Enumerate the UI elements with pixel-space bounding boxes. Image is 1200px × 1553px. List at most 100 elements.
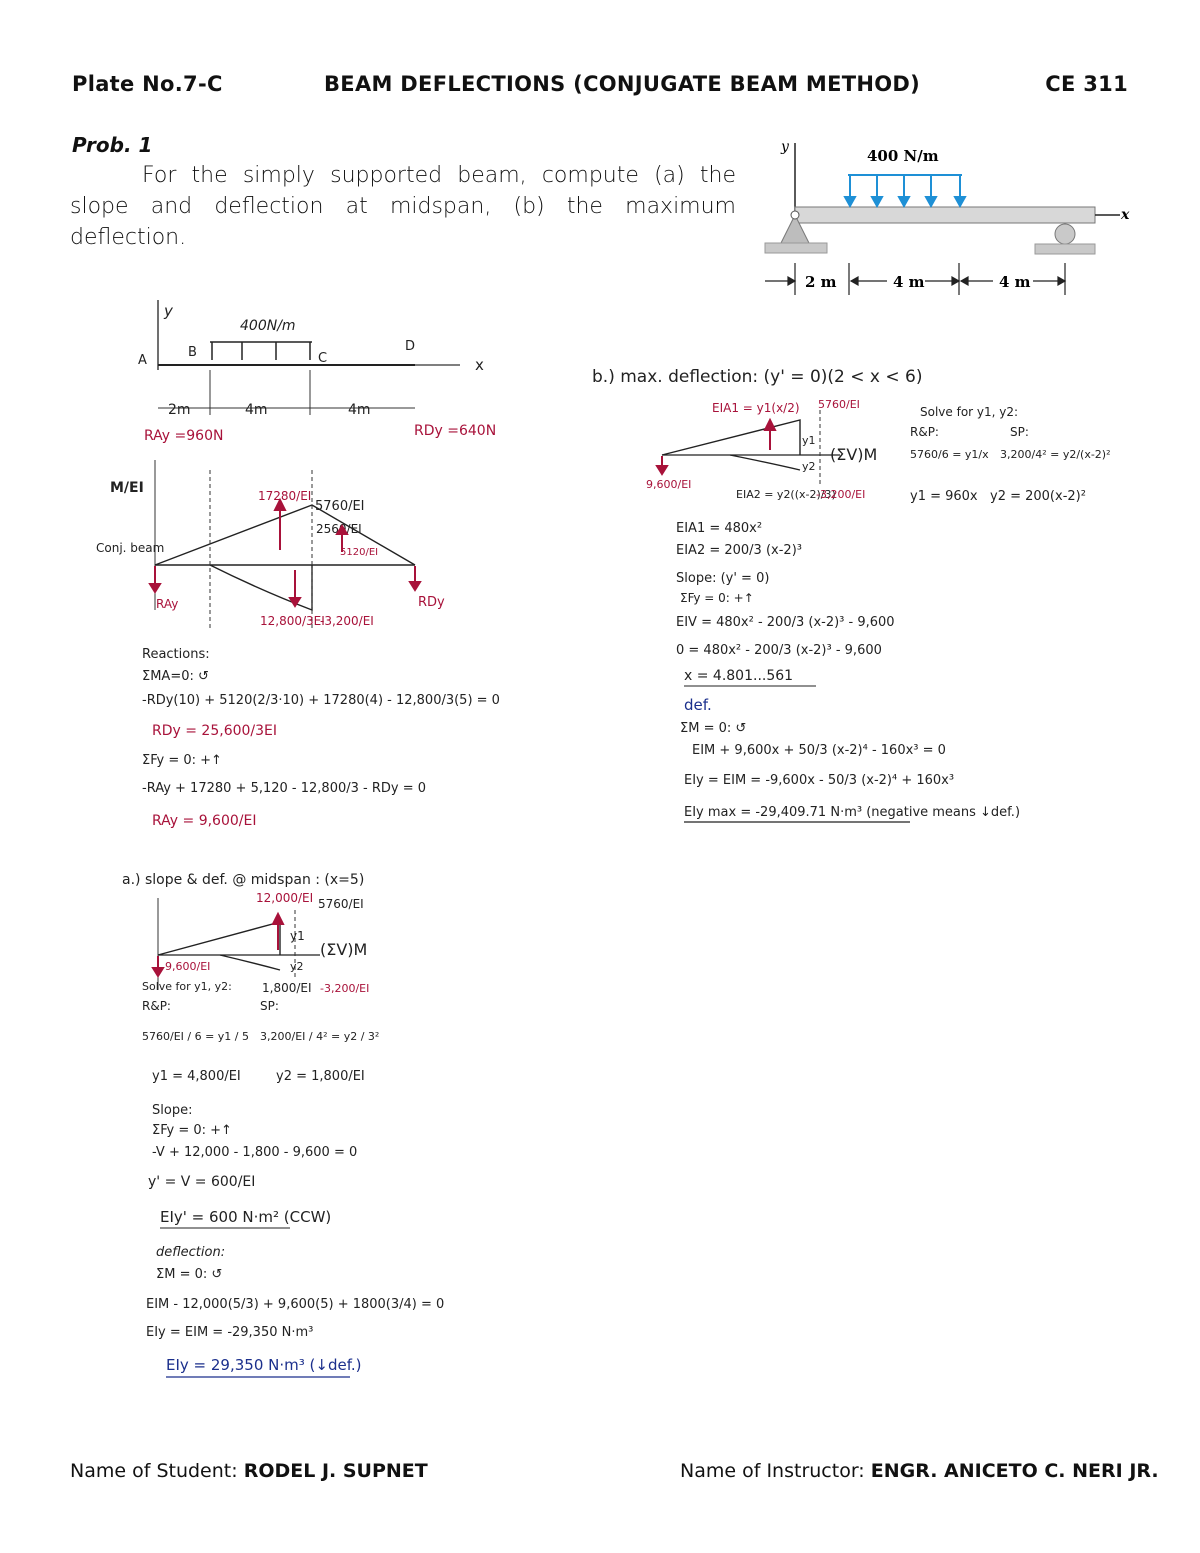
- part-b-label-6: y1: [802, 434, 816, 447]
- part-b-label-1: EIA1 = y1(x/2): [712, 401, 800, 415]
- sketch-axis-x: x: [475, 356, 484, 374]
- part-a-y2: y2 = 1,800/EI: [276, 1069, 365, 1084]
- part-b-triangle: [661, 419, 801, 456]
- part-a-solve: Solve for y1, y2:: [142, 980, 232, 993]
- part-b-label-4: EIA2 = y2((x-2)/3): [736, 488, 836, 501]
- problem-statement: For the simply supported beam, compute (…: [70, 163, 736, 250]
- conj-value-1: 17280/EI: [258, 489, 311, 503]
- part-a-label-1: 12,000/EI: [256, 891, 313, 905]
- instructor-footer: Name of Instructor: ENGR. ANICETO C. NER…: [680, 1460, 1159, 1482]
- part-a-eq-5: EIy = EIM = -29,350 N·m³: [146, 1325, 313, 1340]
- part-a-ratio-1: 5760/EI / 6 = y1 / 5: [142, 1030, 249, 1043]
- reactions-line-3: -RDy(10) + 5120(2/3·10) + 17280(4) - 12,…: [142, 693, 500, 708]
- student-footer: Name of Student: RODEL J. SUPNET: [70, 1460, 428, 1482]
- problem-label: Prob. 1: [72, 133, 153, 157]
- beam-figure: y x 400 N/m 2 m 4 m 4 m: [764, 139, 1130, 295]
- document-title: BEAM DEFLECTIONS (CONJUGATE BEAM METHOD): [324, 72, 921, 96]
- reactions-line-7: RAy = 9,600/EI: [152, 813, 256, 829]
- part-b-line-11: EIy = EIM = -9,600x - 50/3 (x-2)⁴ + 160x…: [684, 773, 954, 788]
- part-a-eq-3: EIy' = 600 N·m² (CCW): [160, 1208, 331, 1226]
- part-b-line-6: 0 = 480x² - 200/3 (x-2)³ - 9,600: [676, 643, 882, 658]
- part-a-eq-4: EIM - 12,000(5/3) + 9,600(5) + 1800(3/4)…: [146, 1297, 444, 1312]
- part-b-line-8: def.: [684, 696, 712, 714]
- part-a-label-8: (ΣV)M: [320, 940, 367, 959]
- instructor-label: Name of Instructor:: [680, 1460, 871, 1482]
- part-b-label-3: 9,600/EI: [646, 478, 691, 491]
- figure-axis-y: y: [780, 139, 790, 155]
- dimension-1: 2 m: [805, 273, 837, 291]
- sketch-axis-y: y: [163, 302, 174, 320]
- part-b-line-10: EIM + 9,600x + 50/3 (x-2)⁴ - 160x³ = 0: [692, 743, 946, 758]
- part-a-label-5: y2: [290, 960, 304, 973]
- part-b-label-7: y2: [802, 460, 816, 473]
- reactions-line-4: RDy = 25,600/3EI: [152, 723, 277, 739]
- dimension-2: 4 m: [893, 273, 925, 291]
- part-b-solve: Solve for y1, y2:: [920, 405, 1018, 419]
- part-a-label-4: y1: [290, 929, 305, 943]
- handwritten-right: b.) max. deflection: (y' = 0)(2 < x < 6)…: [592, 367, 1111, 823]
- plate-number: Plate No.7-C: [72, 72, 223, 96]
- student-name: RODEL J. SUPNET: [243, 1460, 428, 1482]
- distributed-load-label: 400 N/m: [867, 147, 939, 165]
- part-b-line-12: EIy max = -29,409.71 N·m³ (negative mean…: [684, 805, 1020, 820]
- part-b-title: b.) max. deflection: (y' = 0)(2 < x < 6): [592, 367, 922, 387]
- part-b-label-2: 5760/EI: [818, 398, 860, 411]
- part-a-summ: ΣM = 0: ↺: [156, 1267, 222, 1282]
- handwritten-left: y x A B C D 400N/m 2m 4m 4m RAy =960N RD…: [96, 300, 500, 1378]
- sketch-dim-3: 4m: [348, 402, 371, 418]
- student-label: Name of Student:: [70, 1460, 244, 1482]
- dimension-lines: [765, 263, 1067, 295]
- part-b-y1: y1 = 960x: [910, 489, 978, 504]
- reaction-rdy: RDy =640N: [414, 423, 496, 439]
- point-c: C: [318, 351, 327, 366]
- part-a-sumfy: ΣFy = 0: +↑: [152, 1123, 232, 1138]
- part-b-line-9: ΣM = 0: ↺: [680, 721, 746, 736]
- part-a-rp: R&P:: [142, 999, 171, 1013]
- conj-value-6: -3,200/EI: [320, 614, 374, 628]
- reactions-line-2: ΣMA=0: ↺: [142, 669, 209, 684]
- part-b-line-5: EIV = 480x² - 200/3 (x-2)³ - 9,600: [676, 615, 895, 630]
- point-b: B: [188, 345, 197, 360]
- part-a-label-7: -3,200/EI: [320, 982, 369, 995]
- reactions-line-5: ΣFy = 0: +↑: [142, 753, 222, 768]
- part-a-slope-head: Slope:: [152, 1103, 192, 1118]
- instructor-name: ENGR. ANICETO C. NERI JR.: [870, 1460, 1159, 1482]
- part-b-label-8: (ΣV)M: [830, 445, 877, 464]
- load-arrows: [843, 174, 967, 209]
- sketch-dim-2: 4m: [245, 402, 268, 418]
- part-b-ratio-1: 5760/6 = y1/x: [910, 448, 989, 461]
- sketch-load: 400N/m: [240, 318, 296, 334]
- part-a-sp: SP:: [260, 999, 279, 1013]
- dimension-3: 4 m: [999, 273, 1031, 291]
- part-b-line-1: EIA1 = 480x²: [676, 521, 762, 536]
- m-over-ei-label: M/EI: [110, 480, 144, 496]
- course-code: CE 311: [1045, 72, 1128, 96]
- part-b-sp: SP:: [1010, 425, 1029, 439]
- part-b-label-5: -3,200/EI: [816, 488, 865, 501]
- part-a-label-3: 9,600/EI: [165, 960, 210, 973]
- part-b-rp: R&P:: [910, 425, 939, 439]
- part-a-label-2: 5760/EI: [318, 897, 364, 911]
- pin-support: [764, 210, 828, 254]
- reaction-ray: RAy =960N: [144, 428, 223, 444]
- conj-rdy: RDy: [418, 595, 445, 610]
- conj-value-3: 2560/EI: [316, 522, 362, 536]
- part-a-y1: y1 = 4,800/EI: [152, 1069, 241, 1084]
- part-b-y2: y2 = 200(x-2)²: [990, 489, 1086, 504]
- part-b-line-4: ΣFy = 0: +↑: [680, 591, 754, 605]
- moment-negative: [209, 564, 313, 612]
- reactions-line-6: -RAy + 17280 + 5,120 - 12,800/3 - RDy = …: [142, 781, 426, 796]
- conj-value-4: 5120/EI: [340, 547, 378, 558]
- part-a-eq-2: y' = V = 600/EI: [148, 1174, 255, 1190]
- part-b-ratio-2: 3,200/4² = y2/(x-2)²: [1000, 448, 1111, 461]
- part-a-triangle: [157, 921, 281, 956]
- part-a-eq-1: -V + 12,000 - 1,800 - 9,600 = 0: [152, 1145, 357, 1160]
- part-a-ratio-2: 3,200/EI / 4² = y2 / 3²: [260, 1030, 379, 1043]
- conj-value-2: 5760/EI: [315, 499, 365, 514]
- roller-support: [1034, 223, 1096, 255]
- part-a-title: a.) slope & def. @ midspan : (x=5): [122, 872, 364, 888]
- conj-value-5: 12,800/3EI: [260, 614, 325, 628]
- part-b-line-7: x = 4.801...561: [684, 668, 793, 684]
- reactions-line-1: Reactions:: [142, 647, 210, 662]
- part-a-eq-6: EIy = 29,350 N·m³ (↓def.): [166, 1356, 362, 1374]
